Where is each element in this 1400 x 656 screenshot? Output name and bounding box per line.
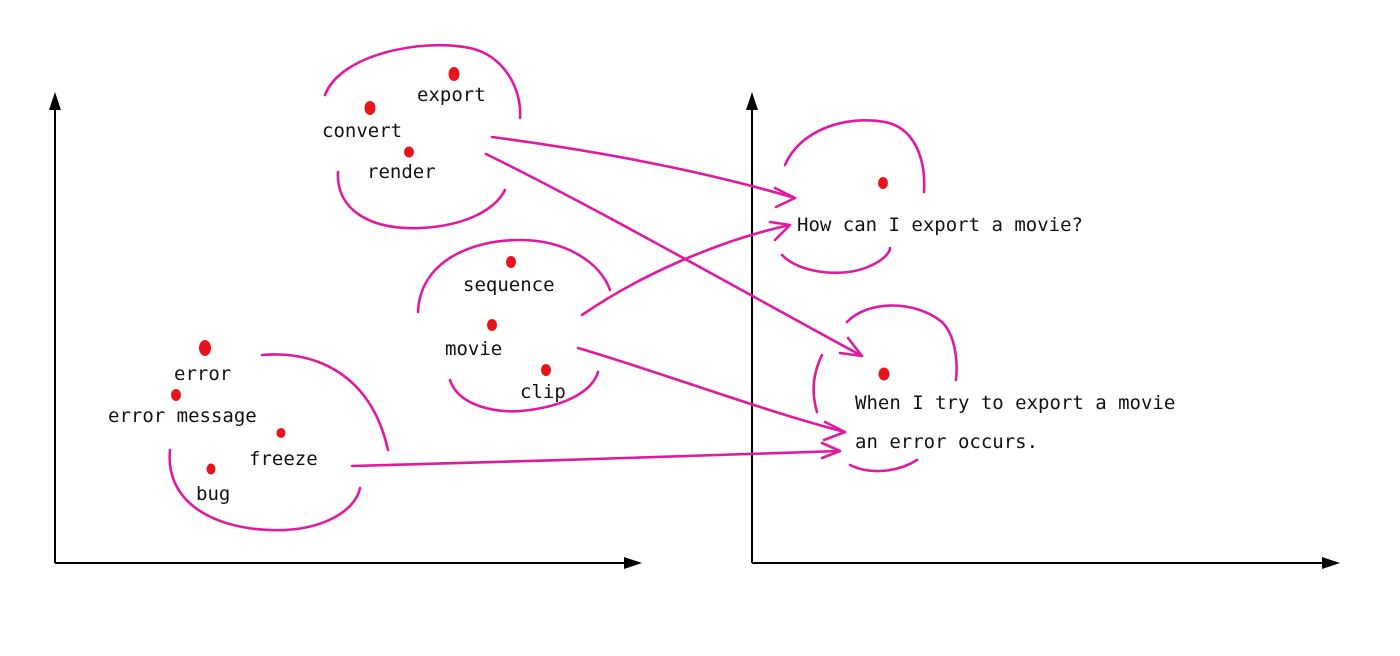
arrow-export-to-statement bbox=[484, 152, 864, 358]
statement-text-line-2: an error occurs. bbox=[855, 431, 1038, 453]
error-message-point bbox=[171, 389, 181, 401]
export-point bbox=[448, 67, 460, 81]
word-error-message: error message bbox=[108, 405, 257, 427]
movie-cluster-outline-bottom bbox=[448, 370, 600, 413]
statement-outline-top bbox=[845, 304, 958, 382]
question-outline-top bbox=[783, 119, 926, 194]
word-movie: movie bbox=[445, 338, 502, 360]
export-cluster-outline-bottom bbox=[336, 170, 507, 230]
statement-point bbox=[878, 367, 890, 381]
question-text-line-1: How can I export a movie? bbox=[797, 214, 1083, 236]
arrow-export-to-question bbox=[490, 135, 797, 209]
convert-point bbox=[364, 101, 376, 115]
left-x-axis-arrowhead bbox=[624, 557, 642, 569]
arrow-movie-to-question bbox=[580, 220, 792, 317]
error-point bbox=[199, 340, 211, 356]
question-point bbox=[878, 177, 888, 189]
word-freeze: freeze bbox=[249, 448, 318, 470]
render-point bbox=[404, 146, 414, 158]
export-cluster: export convert render bbox=[322, 43, 522, 230]
bug-point bbox=[206, 463, 216, 475]
left-y-axis-arrowhead bbox=[49, 92, 61, 110]
export-cluster-outline-top bbox=[323, 43, 522, 120]
clip-point bbox=[541, 364, 551, 376]
arrow-error-to-statement bbox=[350, 441, 842, 468]
statement-outline-bottom bbox=[848, 458, 919, 473]
question-outline-bottom bbox=[780, 246, 892, 275]
right-y-axis-arrowhead bbox=[746, 92, 758, 110]
word-render: render bbox=[367, 161, 436, 183]
statement-sentence: When I try to export a movie an error oc… bbox=[812, 304, 1175, 473]
word-export: export bbox=[417, 84, 486, 106]
freeze-point bbox=[276, 428, 286, 438]
movie-cluster: sequence movie clip bbox=[416, 238, 612, 413]
word-sequence: sequence bbox=[463, 274, 555, 296]
right-axes bbox=[746, 92, 1340, 569]
error-cluster-outline-top bbox=[260, 353, 390, 452]
question-sentence: How can I export a movie? bbox=[780, 119, 1083, 275]
statement-text-line-1: When I try to export a movie bbox=[855, 392, 1175, 414]
statement-outline-left bbox=[812, 353, 824, 414]
left-axes bbox=[49, 92, 642, 569]
right-x-axis-arrowhead bbox=[1322, 557, 1340, 569]
word-convert: convert bbox=[322, 120, 402, 142]
arrow-movie-to-statement bbox=[576, 346, 847, 442]
word-error: error bbox=[174, 363, 231, 385]
sequence-point bbox=[506, 256, 516, 268]
error-cluster-outline-bottom bbox=[168, 448, 362, 532]
word-clip: clip bbox=[520, 381, 566, 403]
word-bug: bug bbox=[196, 483, 230, 505]
movie-cluster-outline-top bbox=[416, 238, 612, 314]
mapping-arrows bbox=[350, 135, 864, 468]
error-cluster: error error message freeze bug bbox=[108, 340, 390, 532]
movie-point bbox=[487, 319, 497, 331]
